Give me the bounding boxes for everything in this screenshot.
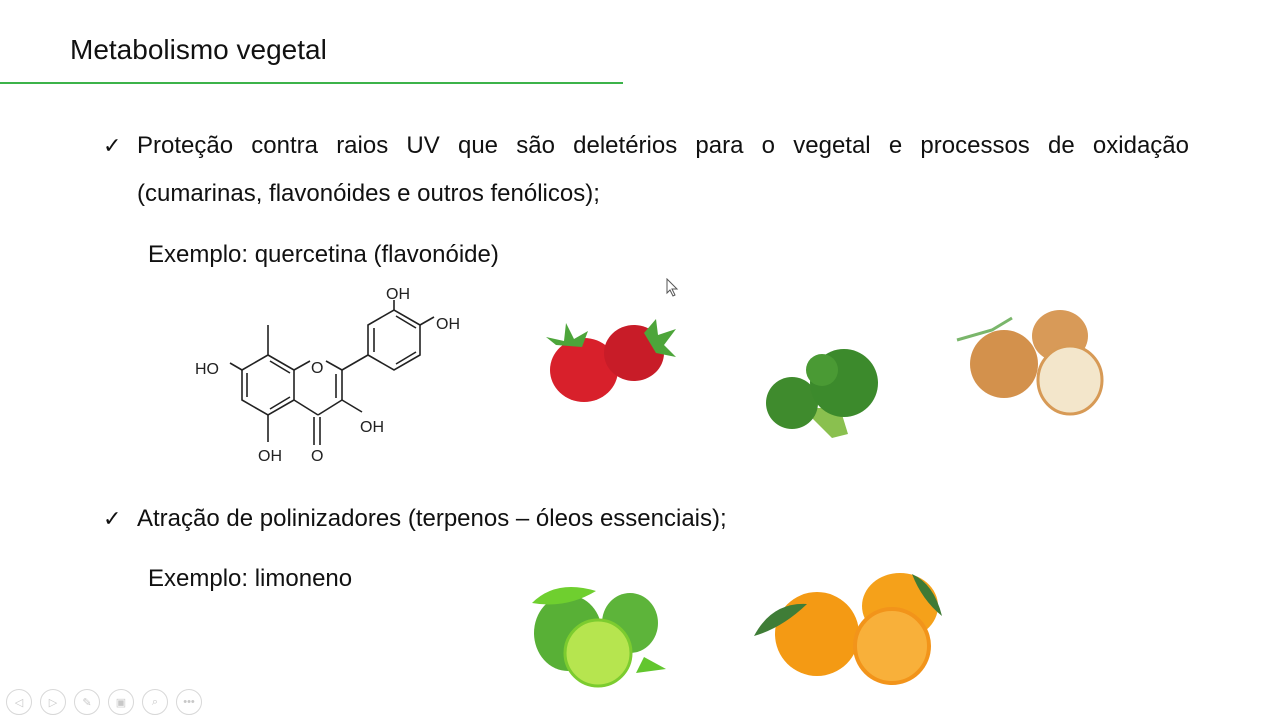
title-underline: [0, 82, 623, 84]
next-slide-button[interactable]: ▷: [40, 689, 66, 715]
more-options-button[interactable]: •••: [176, 689, 202, 715]
svg-text:HO: HO: [195, 361, 219, 378]
orange-image: [754, 573, 942, 685]
svg-text:OH: OH: [386, 286, 410, 303]
lime-image: [532, 587, 666, 688]
bullet-uv-protection: ✓ Proteção contra raios UV que são delet…: [103, 122, 1189, 218]
pen-button[interactable]: ✎: [74, 689, 100, 715]
zoom-button[interactable]: ⌕: [142, 689, 168, 715]
bullet-text: Atração de polinizadores (terpenos – óle…: [137, 505, 727, 532]
bullet-pollinators: ✓ Atração de polinizadores (terpenos – ó…: [103, 495, 727, 543]
mouse-cursor-icon: [666, 278, 679, 297]
previous-slide-button[interactable]: ◁: [6, 689, 32, 715]
example-limonene: Exemplo: limoneno: [148, 565, 353, 592]
svg-text:OH: OH: [258, 448, 282, 465]
svg-text:O: O: [311, 448, 323, 465]
quercetin-structure: OH OH HO O OH OH O: [195, 286, 460, 465]
svg-text:OH: OH: [436, 316, 460, 333]
bullet-text-line2: (cumarinas, flavonóides e outros fenólic…: [137, 180, 600, 207]
example-quercetin: Exemplo: quercetina (flavonóide): [148, 241, 499, 268]
svg-text:OH: OH: [360, 419, 384, 436]
slides-overview-button[interactable]: ▣: [108, 689, 134, 715]
slide-title: Metabolismo vegetal: [70, 34, 327, 65]
checkmark-icon: ✓: [103, 133, 122, 158]
broccoli-image: [766, 349, 878, 438]
svg-text:O: O: [311, 360, 323, 377]
bullet-text-line1: Proteção contra raios UV que são deletér…: [137, 132, 1189, 159]
checkmark-icon: ✓: [103, 506, 122, 531]
onion-image: [956, 310, 1104, 416]
slideshow-toolbar: ◁ ▷ ✎ ▣ ⌕ •••: [6, 689, 202, 715]
strawberry-image: [546, 319, 676, 402]
